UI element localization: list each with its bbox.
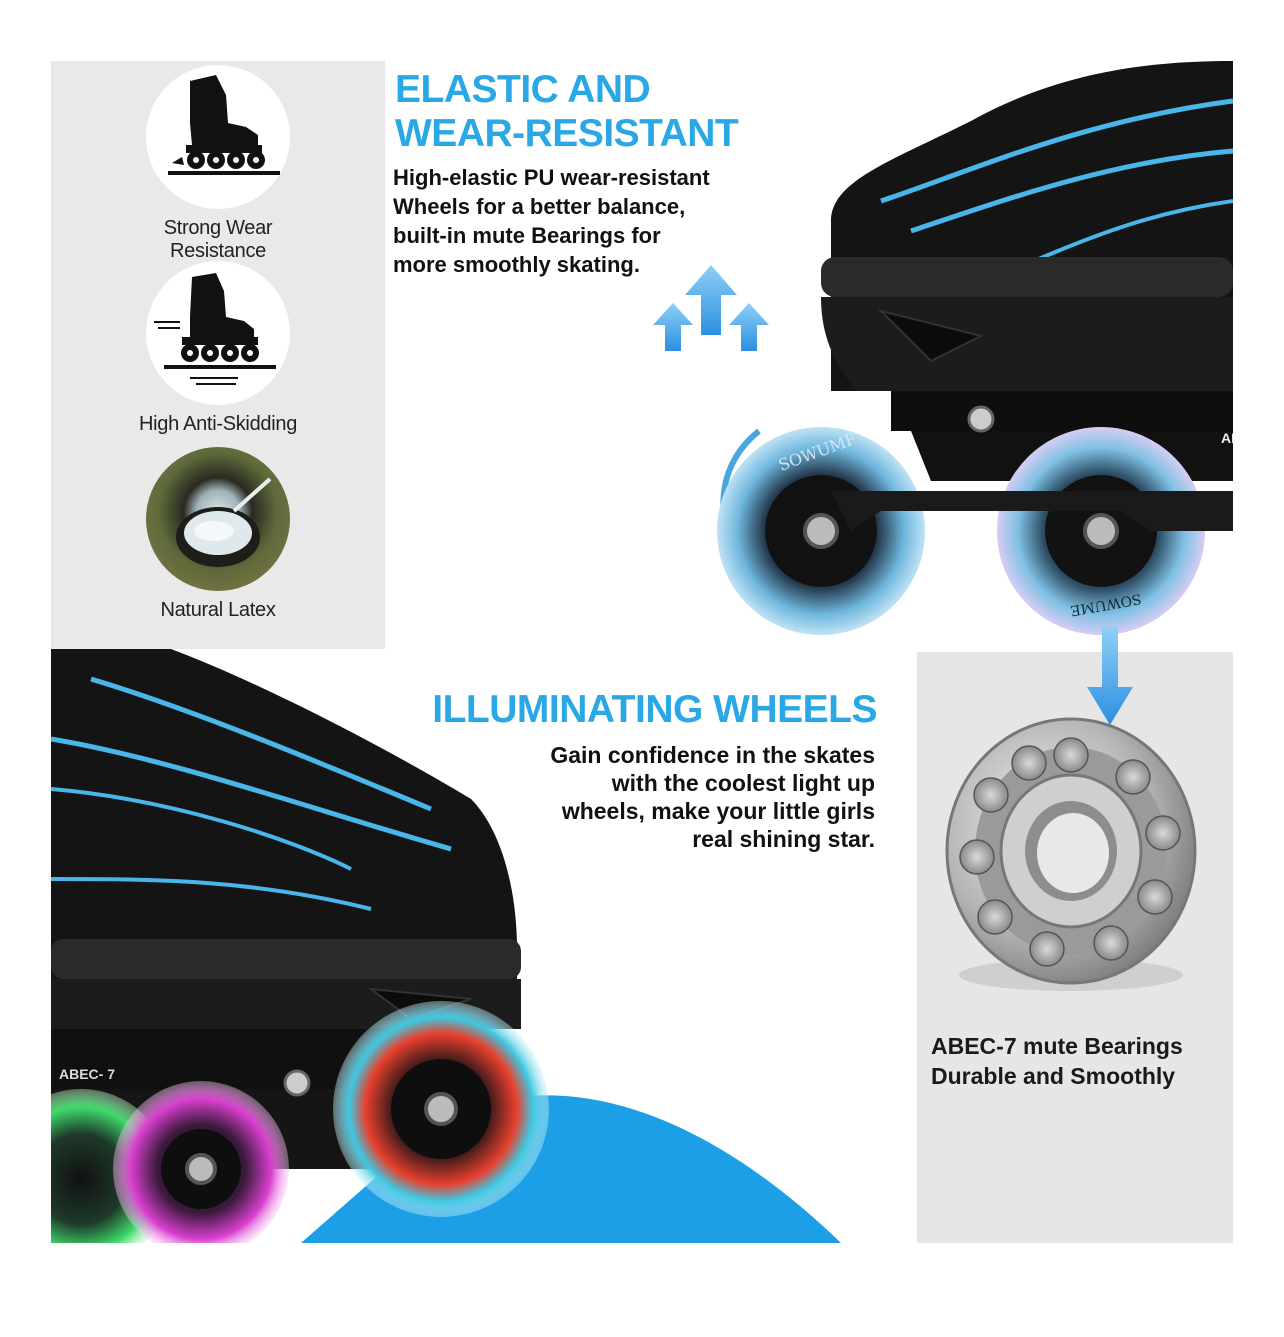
feature-natural-latex: Natural Latex <box>51 447 385 622</box>
elastic-body: High-elastic PU wear-resistant Wheels fo… <box>393 163 773 279</box>
elastic-body-line: Wheels for a better balance, <box>393 194 686 219</box>
bearing-caption-line: Durable and Smoothly <box>931 1063 1176 1089</box>
elastic-body-line: built-in mute Bearings for <box>393 223 661 248</box>
elastic-title-line2: WEAR-RESISTANT <box>395 112 739 155</box>
elastic-body-line: more smoothly skating. <box>393 252 640 277</box>
bearing-caption-line: ABEC-7 mute Bearings <box>931 1033 1183 1059</box>
feature-label: Natural Latex <box>160 599 276 621</box>
illuminating-body-line: real shining star. <box>692 826 875 852</box>
feature-label: Strong Wear Resistance <box>163 217 273 262</box>
feature-wear-resistance: Strong Wear Resistance <box>51 65 385 263</box>
illuminating-body-line: wheels, make your little girls <box>561 798 875 824</box>
arrow-down-icon <box>1087 627 1133 725</box>
skate-speed-icon <box>146 261 290 405</box>
illuminating-body-line: with the coolest light up <box>611 770 875 796</box>
skate-silhouette-icon <box>146 65 290 209</box>
illuminating-title: ILLUMINATING WHEELS <box>432 688 877 731</box>
feature-label: High Anti-Skidding <box>138 413 298 435</box>
illuminating-body: Gain confidence in the skates with the c… <box>451 741 875 853</box>
arrow-up-icon <box>653 265 769 351</box>
frame-label: ABE <box>1221 430 1233 446</box>
skate-top-image: SOWUMF ABE SOWUME <box>717 61 1233 635</box>
feature-anti-skidding: High Anti-Skidding <box>51 261 385 436</box>
skate-bottom-image: ABEC- 7 <box>51 649 841 1243</box>
elastic-title: ELASTIC AND WEAR-RESISTANT <box>395 68 739 155</box>
latex-bowl-icon <box>146 447 290 591</box>
bearing-caption: ABEC-7 mute Bearings Durable and Smoothl… <box>931 1031 1231 1091</box>
frame-label: ABEC- 7 <box>59 1066 115 1082</box>
bearing-image <box>945 717 1197 991</box>
product-infographic: Strong Wear Resistance High Anti-Skiddin… <box>51 61 1233 1243</box>
illuminating-body-line: Gain confidence in the skates <box>550 742 875 768</box>
elastic-title-line1: ELASTIC AND <box>395 68 651 111</box>
elastic-body-line: High-elastic PU wear-resistant <box>393 165 710 190</box>
